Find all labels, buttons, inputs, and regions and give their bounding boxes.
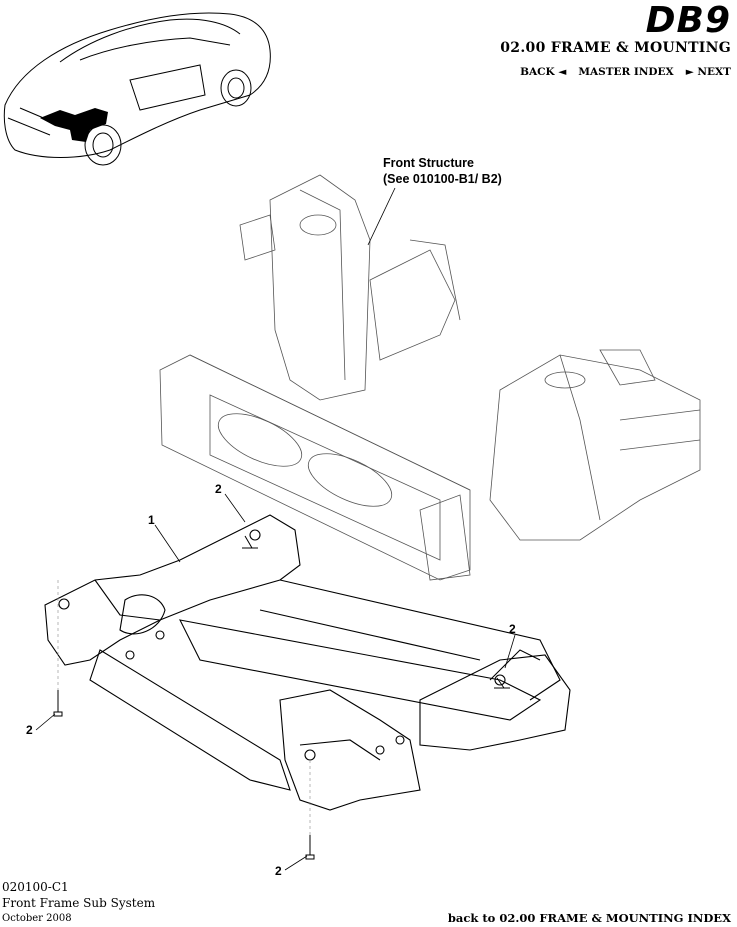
footer-info: 020100-C1 Front Frame Sub System October… xyxy=(2,879,155,927)
front-structure xyxy=(159,174,701,581)
back-link[interactable]: BACK ◄ xyxy=(520,66,567,78)
callout-2: 2 xyxy=(215,482,222,496)
db9-logo: DB9 xyxy=(645,0,731,41)
section-title: 02.00 FRAME & MOUNTING xyxy=(500,40,731,56)
master-index-link[interactable]: MASTER INDEX xyxy=(578,66,674,78)
part-code: 020100-C1 xyxy=(2,880,69,894)
front-structure-title: Front Structure xyxy=(383,156,474,170)
callout-2: 2 xyxy=(275,864,282,878)
bolt-center-lines xyxy=(57,580,311,835)
leader-lines xyxy=(35,187,516,871)
part-name: Front Frame Sub System xyxy=(2,896,156,910)
front-subframe xyxy=(44,514,571,811)
car-thumbnail xyxy=(3,12,271,166)
front-structure-label: Front Structure (See 010100-B1/ B2) xyxy=(383,155,502,187)
callout-2: 2 xyxy=(509,622,516,636)
nav-bar: BACK ◄ MASTER INDEX ► NEXT xyxy=(520,66,731,78)
front-structure-reference: (See 010100-B1/ B2) xyxy=(383,172,502,186)
bolts xyxy=(53,535,510,860)
callout-2: 2 xyxy=(26,723,33,737)
callout-1: 1 xyxy=(148,513,155,527)
back-to-index-link[interactable]: back to 02.00 FRAME & MOUNTING INDEX xyxy=(447,911,731,925)
date: October 2008 xyxy=(2,913,72,924)
next-link[interactable]: ► NEXT xyxy=(685,66,731,78)
car-frame-highlight xyxy=(40,108,108,142)
